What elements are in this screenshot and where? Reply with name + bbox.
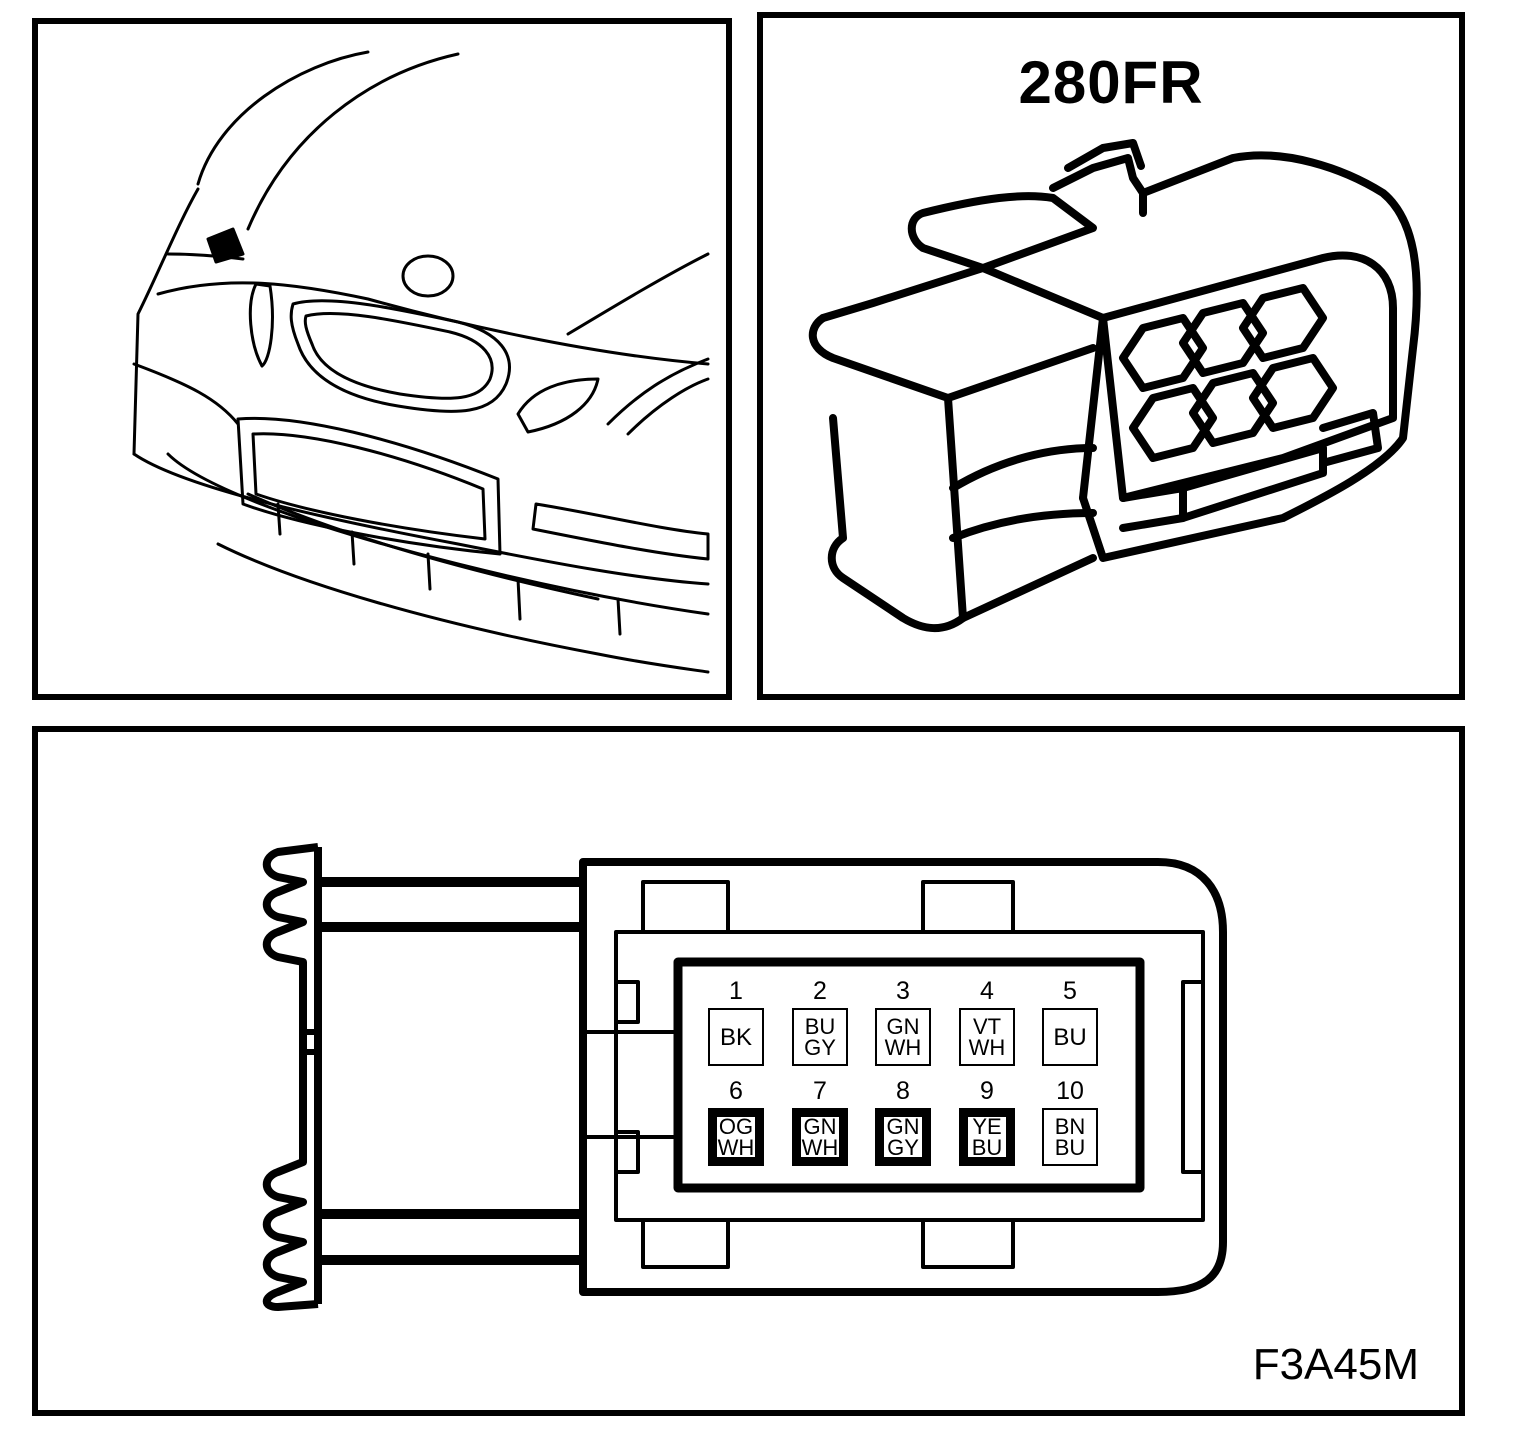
connector-illustration-panel: 280FR: [757, 12, 1465, 700]
wire-color-code: BK: [719, 1023, 752, 1051]
pin-wire-color: BU: [1042, 1008, 1098, 1066]
wire-color-code: GY: [887, 1135, 919, 1160]
wire-color-code: BU: [804, 1014, 836, 1039]
vehicle-front-illustration: [132, 50, 710, 674]
connector-id-label: 280FR: [1018, 49, 1204, 116]
pin-number: 9: [980, 1077, 994, 1105]
pin-number: 4: [980, 977, 994, 1005]
pin-number: 1: [729, 977, 743, 1005]
wire-color-code: BU: [1054, 1135, 1086, 1160]
wire-color-code: WH: [801, 1135, 839, 1160]
wire-color-code: WH: [717, 1135, 755, 1160]
wire-color-code: WH: [884, 1035, 922, 1060]
pin-number: 7: [813, 1077, 827, 1105]
pin-number: 5: [1063, 977, 1077, 1005]
wire-color-code: WH: [968, 1035, 1006, 1060]
pin-number: 2: [813, 977, 827, 1005]
wire-color-code: BN: [1054, 1114, 1086, 1139]
connector-face-view: [262, 843, 1227, 1311]
wire-color-code: GN: [886, 1014, 920, 1039]
wire-color-code: GN: [803, 1114, 837, 1139]
wire-color-code: OG: [718, 1114, 754, 1139]
wire-color-code: BU: [1053, 1023, 1087, 1051]
vehicle-location-panel: [32, 18, 732, 700]
pin-number: 6: [729, 1077, 743, 1105]
wire-color-code: GY: [804, 1035, 836, 1060]
figure-code: F3A45M: [1252, 1340, 1419, 1389]
pin-wire-color: BK: [708, 1008, 764, 1066]
pin-number: 10: [1056, 1077, 1084, 1105]
wire-color-code: YE: [972, 1114, 1002, 1139]
wire-color-code: GN: [886, 1114, 920, 1139]
pin-number: 8: [896, 1077, 910, 1105]
connector-3d-illustration: [808, 139, 1421, 633]
wire-color-code: BU: [971, 1135, 1003, 1160]
wire-color-code: VT: [972, 1014, 1002, 1039]
pin-number: 3: [896, 977, 910, 1005]
